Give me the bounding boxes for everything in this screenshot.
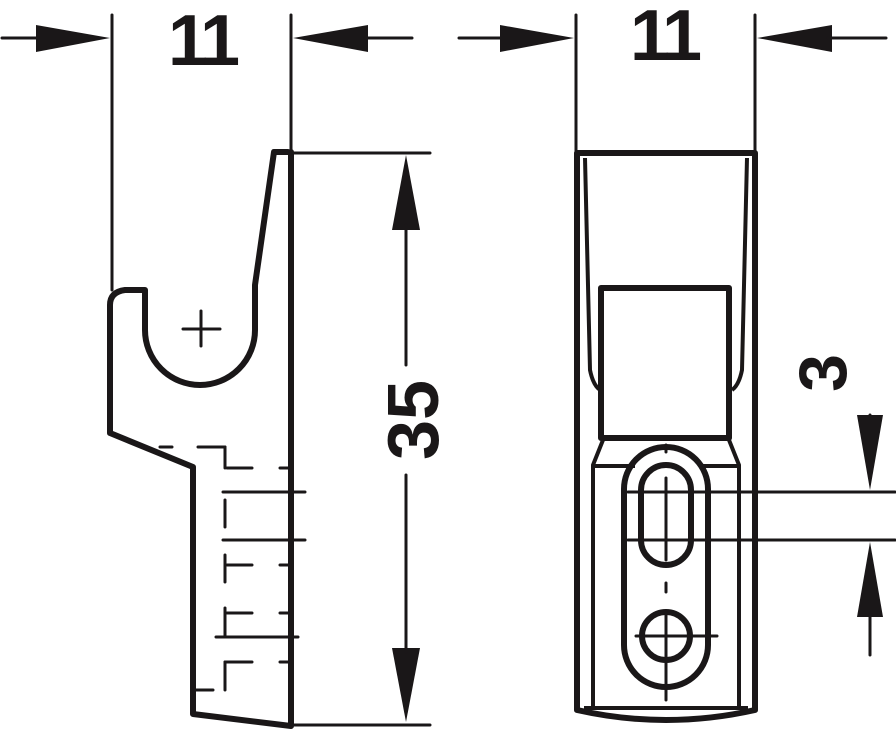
hook-body xyxy=(107,149,307,729)
front-width-label: 11 xyxy=(630,0,701,76)
front-slot-dimension: 3 xyxy=(626,354,896,657)
side-width-dimension: 11 xyxy=(0,1,414,292)
front-view: 11 xyxy=(457,0,896,723)
side-height-dimension: 35 xyxy=(289,151,454,727)
front-body xyxy=(574,150,758,723)
side-width-label: 11 xyxy=(168,1,239,81)
front-slot-label: 3 xyxy=(785,354,861,392)
side-height-label: 35 xyxy=(374,380,454,460)
side-view: 11 xyxy=(0,1,454,729)
front-width-dimension: 11 xyxy=(457,0,888,154)
